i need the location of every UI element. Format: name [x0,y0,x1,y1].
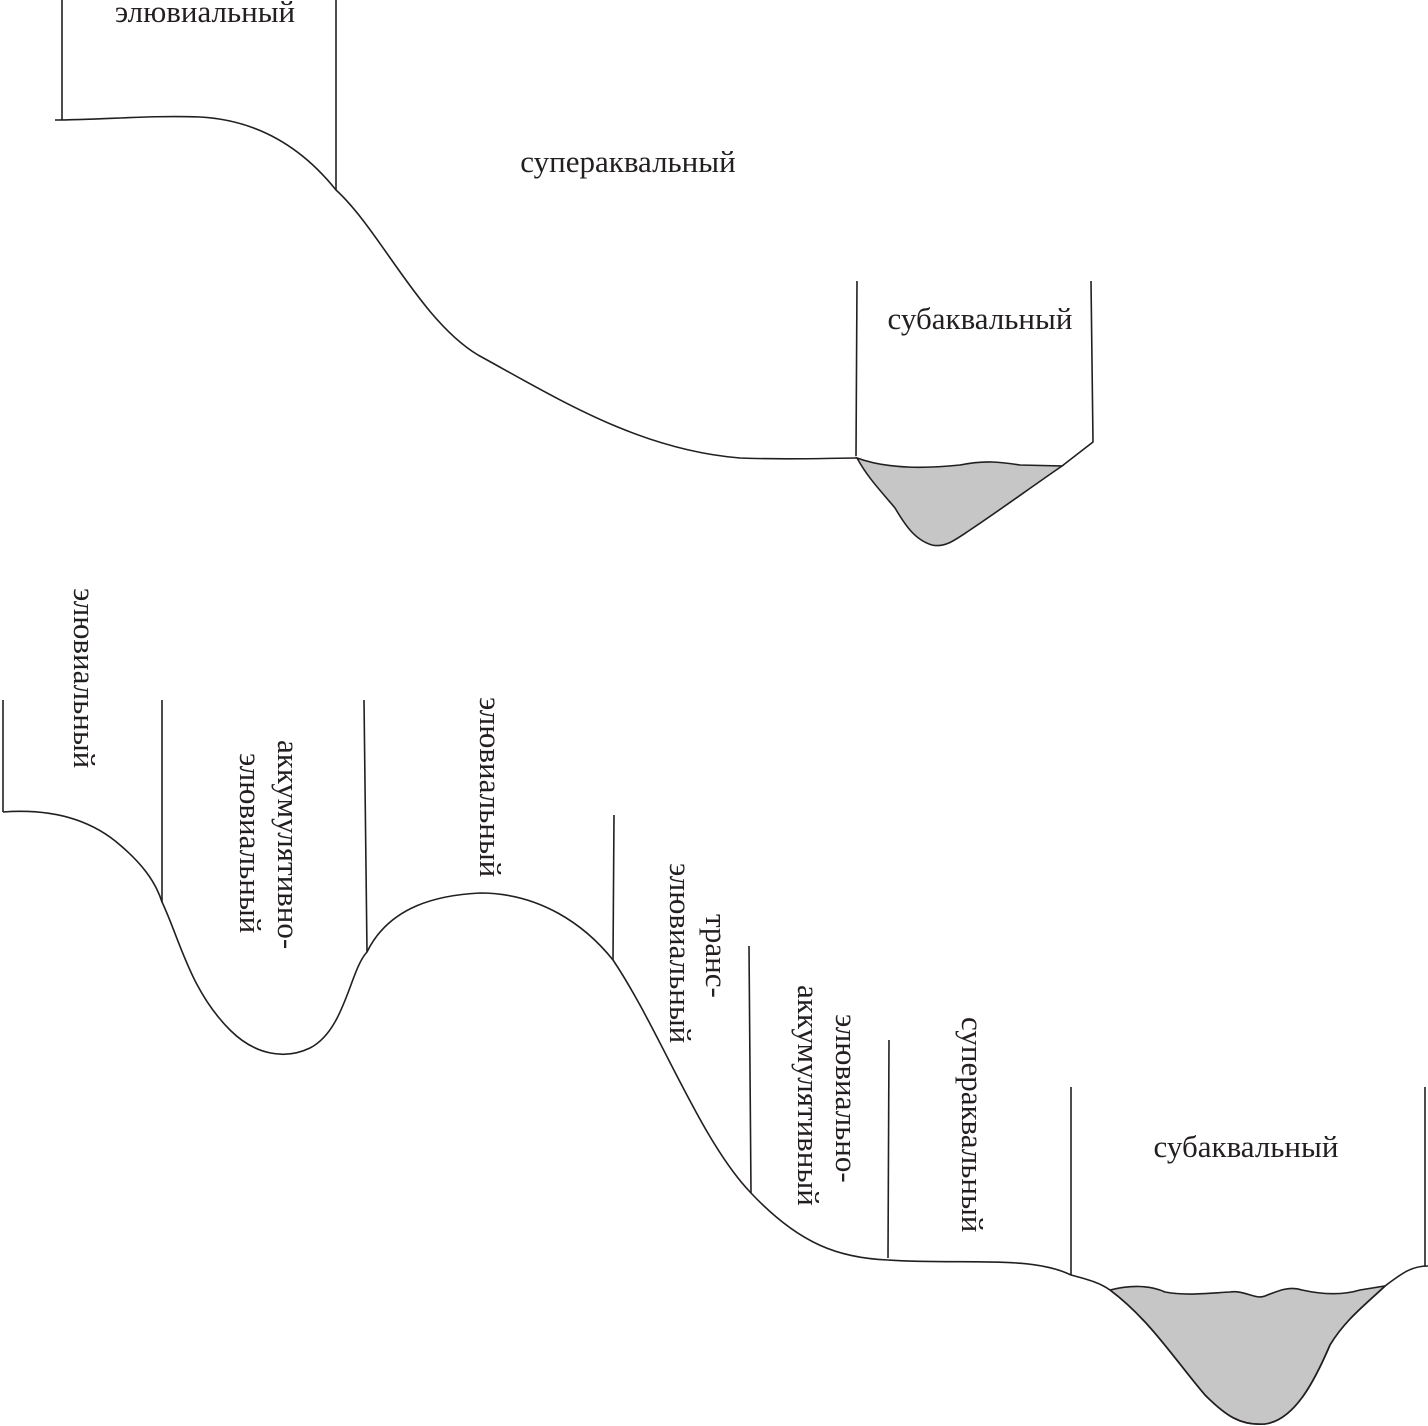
bottom-label-superaqueous: супераквальный [955,1017,990,1232]
bottom-divider-5 [748,945,752,1194]
bottom-label-accumulative-eluvial-line2: элювиальный [233,753,268,933]
top-ground-profile [54,115,858,460]
bottom-divider-4 [612,814,615,961]
bottom-profile: элювиальный аккумулятивно- элювиальный э… [2,588,1428,1425]
top-label-subaqueous: субаквальный [888,301,1073,336]
bottom-label-eluvial-accumulative-line1: элювиально- [829,1014,864,1183]
bottom-label-trans-eluvial-line2: элювиальный [663,863,698,1043]
bottom-label-subaqueous: субаквальный [1154,1129,1339,1164]
top-divider-subaqueous-right [1061,280,1094,467]
bottom-label-eluvial-hill: элювиальный [473,697,508,877]
bottom-lake-water [1108,1284,1388,1425]
bottom-label-eluvial-left: элювиальный [67,588,102,768]
top-divider-subaqueous-left [855,280,858,457]
top-lake-water [855,456,1065,547]
bottom-divider-6 [887,1039,890,1259]
bottom-label-trans-eluvial-line1: транс- [699,914,734,998]
top-profile: элювиальный супераквальный субаквальный [54,0,1094,547]
bottom-ground-profile [2,810,1428,1425]
bottom-label-accumulative-eluvial-line1: аккумулятивно- [271,740,306,949]
bottom-divider-3 [363,699,368,953]
top-label-eluvial: элювиальный [115,0,295,29]
top-label-superaqueous: супераквальный [520,144,735,179]
bottom-label-eluvial-accumulative-line2: аккумулятивный [791,985,826,1206]
